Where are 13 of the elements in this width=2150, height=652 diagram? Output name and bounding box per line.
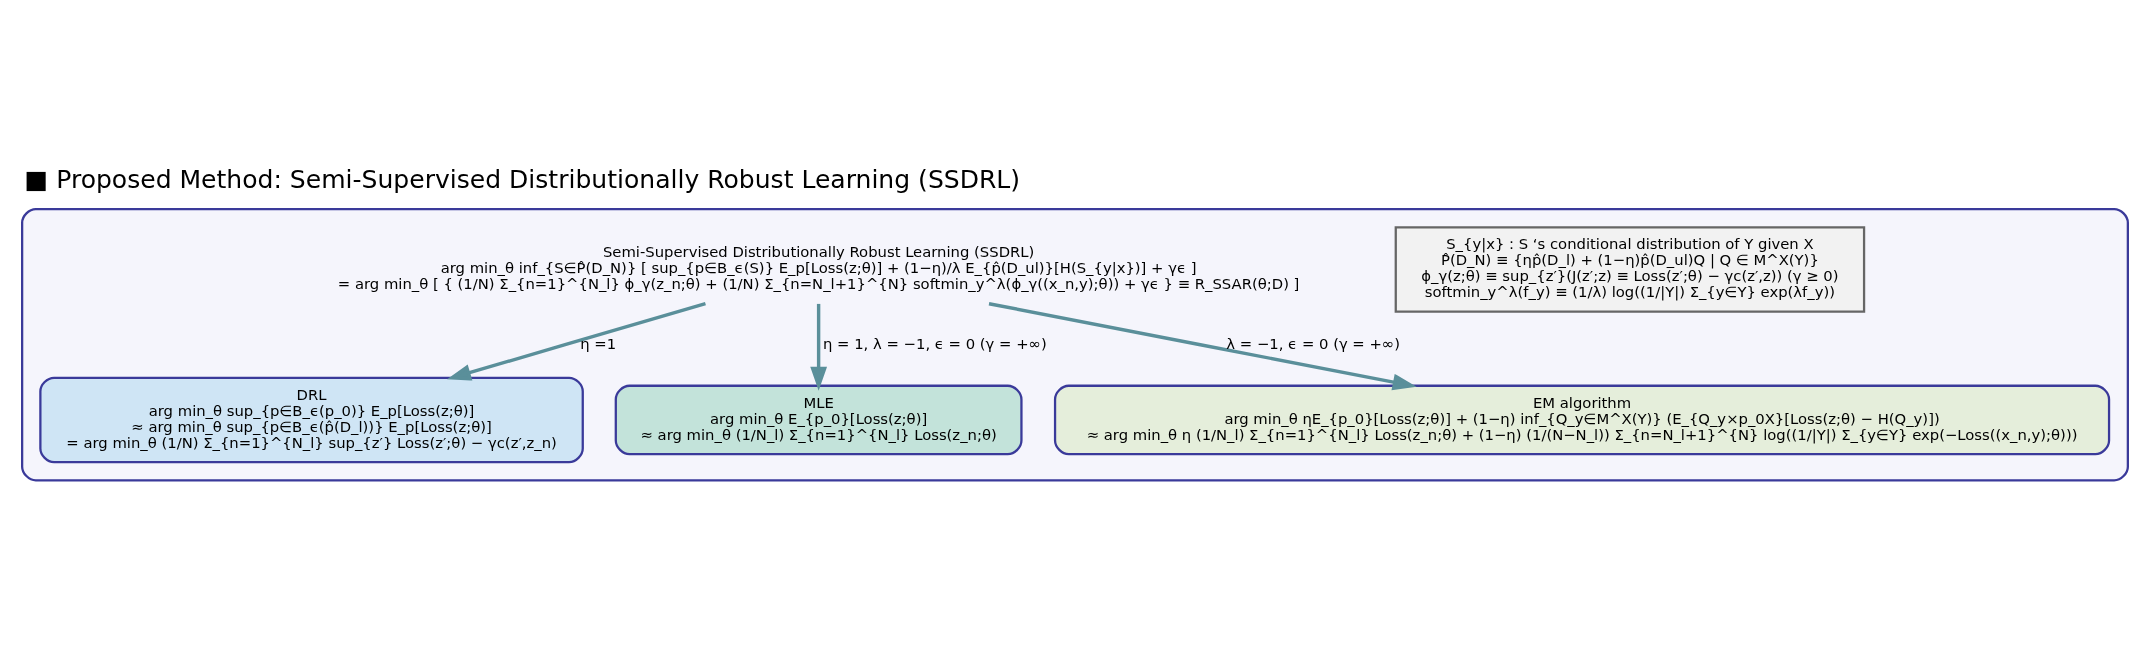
node-box: DRL arg min_θ sup_{p∈B_ϵ(p_0)} E_p[Loss(z;θ)] ≈ arg min_θ sup_{p∈B_ϵ(p̂(D_l))} E_p[Loss(z;θ)] = arg min_θ (1/N) Σ_{n=1}^{N_l} sup_{z′} Loss(z′;θ) − γc(z′,z_n): [39, 376, 584, 463]
arrow: [447, 301, 706, 381]
edge-label: η = 1, λ = −1, ϵ = 0 (γ = +∞): [823, 334, 1047, 352]
diagram-title: ■ Proposed Method: Semi-Supervised Distributionally Robust Learning (SSDRL): [24, 164, 1021, 194]
node-box: EM algorithm arg min_θ ηE_{p_0}[Loss(z;θ)] + (1−η) inf_{Q_y∈M^X(Y)} (E_{Q_y×p_0X}[Loss(z;θ) − H(Q_y)]) ≈ arg min_θ η (1/N_l) Σ_{n=1}^{N_l} Loss(z_n;θ) + (1−η) (1/(N−N_l)) Σ_{n=N_l+1}^{N} log((1/|Y|) Σ_{y∈Y} exp(−Loss((x_n,y);θ))): [1053, 384, 2111, 455]
arrow: [810, 303, 827, 391]
cluster: [21, 207, 2129, 481]
edge-label: λ = −1, ϵ = 0 (γ = +∞): [1226, 334, 1400, 352]
node-box: S_{y|x} : S ‘s conditional distribution of Y given X P̂(D_N) ≡ {ηp̂(D_l) + (1−η)p̂(D_ul)Q | Q ∈ M^X(Y)} ϕ_γ(z;θ) ≡ sup_{z′}(J(z′;z) ≡ Loss(z′;θ) − γc(z′,z)) (γ ≥ 0) softmin_y^λ(f_y) ≡ (1/λ) log((1/|Y|) Σ_{y∈Y} exp(λf_y)): [1394, 225, 1866, 313]
edge-label: η =1: [580, 334, 617, 352]
arrow: [988, 301, 1417, 390]
node-text: Semi-Supervised Distributionally Robust Learning (SSDRL) arg min_θ inf_{S∈P̂(D_N)} [ sup_{p∈B_ϵ(S)} E_p[Loss(z;θ)] + (1−η)/λ E_{p̂(D_ul)}[H(S_{y|x})] + γϵ ] = arg min_θ [ { (1/N) Σ_{n=1}^{N_l} ϕ_γ(z_n;θ) + (1/N) Σ_{n=N_l+1}^{N} softmin_y^λ(ϕ_γ((x_n,y);θ)) + γϵ } ≡ R_SSAR(θ;D) ]: [337, 242, 1300, 292]
node-box: MLE arg min_θ E_{p_0}[Loss(z;θ)] ≈ arg min_θ (1/N_l) Σ_{n=1}^{N_l} Loss(z_n;θ): [614, 384, 1023, 455]
